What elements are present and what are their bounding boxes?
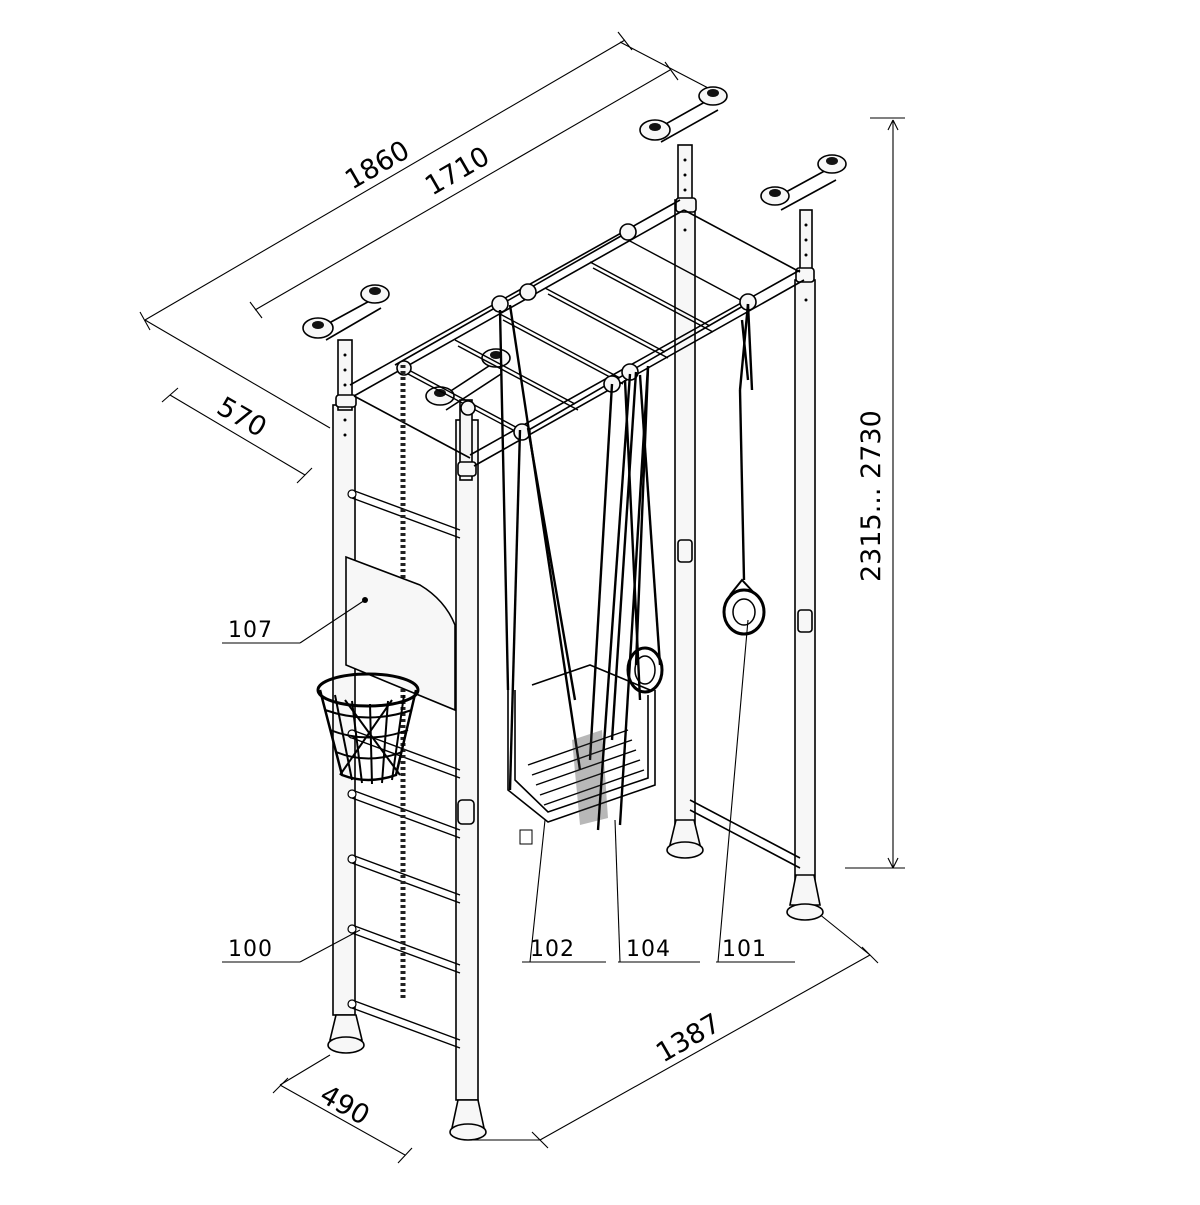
basketball-hoop [316,672,420,785]
dimension-height-range: 2315... 2730 [856,410,887,582]
dimension-depth-top: 570 [212,391,272,444]
post-right-front [794,279,816,881]
swing [498,304,656,845]
callout-100: 100 [228,937,273,962]
dimension-length-outer: 1860 [340,135,415,196]
rope-ladder [596,365,664,831]
callout-107: 107 [228,618,273,643]
dimension-base-depth: 490 [315,1079,375,1132]
callout-leaders [222,599,795,963]
wall-bars [347,489,461,1049]
callout-101: 101 [722,937,767,962]
backboard [345,555,456,712]
gym-rings [722,303,766,636]
post-left-front [455,419,479,1101]
base [327,799,824,1141]
callout-102: 102 [530,937,575,962]
ceiling-mounts [302,86,847,411]
post-right-back [674,199,696,826]
dimension-lines [139,31,905,1164]
dimension-base-length: 1387 [651,1008,726,1069]
horizontal-ladder [349,199,805,467]
callout-104: 104 [626,937,671,962]
